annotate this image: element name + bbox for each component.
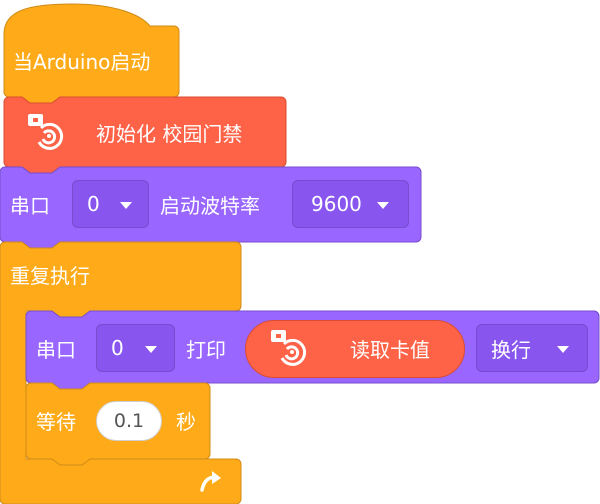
newline-value: 换行 [491, 337, 531, 362]
rfid-icon [25, 112, 69, 156]
hat-block-label: 当Arduino启动 [13, 50, 151, 74]
rfid-icon [268, 328, 312, 372]
wait-seconds-input[interactable]: 0.1 [96, 401, 162, 441]
chevron-down-icon [145, 346, 157, 353]
forever-block-label: 重复执行 [10, 264, 90, 288]
chevron-down-icon [377, 202, 389, 209]
wait-unit-label: 秒 [176, 410, 196, 434]
baud-rate-dropdown[interactable]: 9600 [292, 180, 409, 228]
baud-rate-label: 启动波特率 [160, 194, 260, 218]
print-label: 打印 [186, 338, 226, 362]
chevron-down-icon [557, 346, 569, 353]
chevron-down-icon [120, 202, 132, 209]
serial-port-value: 0 [87, 192, 100, 216]
forever-block-shape[interactable] [0, 241, 242, 504]
print-port-dropdown[interactable]: 0 [96, 324, 175, 372]
serial-port-dropdown[interactable]: 0 [72, 180, 149, 228]
read-card-label: 读取卡值 [350, 338, 430, 362]
serial-label: 串口 [10, 194, 50, 218]
read-card-reporter[interactable]: 读取卡值 [245, 320, 465, 378]
print-port-value: 0 [111, 336, 124, 360]
init-block-label: 初始化 校园门禁 [96, 122, 243, 146]
newline-dropdown[interactable]: 换行 [476, 324, 588, 372]
loop-arrow-icon [196, 466, 226, 496]
baud-rate-value: 9600 [311, 192, 362, 216]
wait-label: 等待 [36, 410, 76, 434]
print-serial-label: 串口 [36, 338, 76, 362]
